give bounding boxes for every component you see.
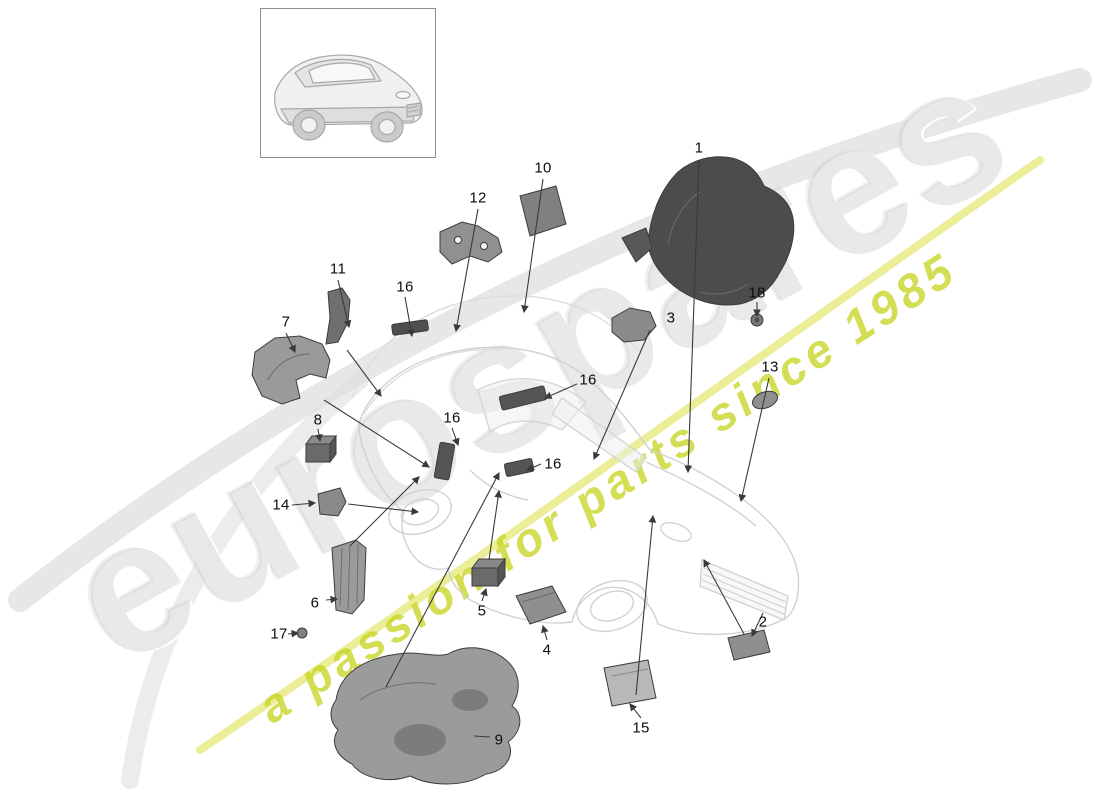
part-label-11: 11 (329, 260, 347, 278)
part-16c-shape (433, 441, 456, 481)
part-label-9: 9 (494, 731, 504, 749)
leader-arrow-25 (629, 703, 642, 719)
thumb-headlight (395, 90, 411, 100)
leader-arrow-15 (291, 499, 317, 508)
leader-arrow-1 (521, 178, 544, 314)
part-label-1: 1 (694, 139, 704, 157)
leader-arrow-23 (385, 471, 500, 688)
leader-arrow-6 (285, 332, 296, 354)
leader-arrow-10 (738, 377, 770, 503)
leader-arrow-19 (287, 629, 300, 638)
swoosh-gray-secondary (121, 371, 369, 789)
car-rear-wheel (388, 489, 452, 535)
leader-arrow-8 (593, 329, 651, 461)
leader-arrow-27 (751, 612, 764, 638)
leader-arrow-21 (480, 587, 488, 602)
swoosh-gray-main (8, 68, 1092, 612)
leader-arrow-13 (451, 427, 460, 447)
part-label-2: 2 (758, 613, 768, 631)
leader-arrow-14 (525, 463, 542, 471)
leader-arrow-26 (635, 514, 657, 696)
leader-arrow-7 (323, 399, 430, 468)
part-label-8: 8 (313, 411, 323, 429)
part-label-7: 7 (281, 313, 291, 331)
part-label-16: 16 (579, 371, 597, 389)
car-door-line (469, 469, 529, 501)
part-label-6: 6 (310, 594, 320, 612)
part-4-shape (515, 585, 567, 625)
part-label-15: 15 (632, 719, 650, 737)
car-windshield (551, 396, 647, 473)
part-5-shape (470, 557, 507, 588)
part-label-10: 10 (534, 159, 552, 177)
part-label-14: 14 (272, 496, 290, 514)
part-label-3: 3 (666, 309, 676, 327)
leader-arrow-0 (684, 159, 700, 474)
part-3-shape (611, 307, 657, 343)
car-ghost-shell-roof (351, 295, 643, 399)
thumb-window (308, 62, 376, 84)
part-label-18: 18 (748, 284, 766, 302)
part-1-shape (647, 156, 795, 306)
car-ghost-shell-edge (363, 348, 503, 415)
part-12-shape (439, 221, 503, 265)
leader-arrow-22 (541, 624, 549, 641)
part-label-5: 5 (477, 602, 487, 620)
leader-arrow-16 (347, 503, 420, 516)
part-label-16: 16 (443, 409, 461, 427)
car-front-wheel (576, 579, 648, 633)
leader-arrow-18 (325, 595, 339, 604)
leader-arrow-12 (543, 383, 578, 399)
part-label-16: 16 (396, 278, 414, 296)
leader-arrow-17 (349, 476, 420, 547)
car-ghost-outline (351, 295, 800, 636)
leader-arrow-20 (488, 489, 502, 561)
leader-arrow-5 (346, 349, 382, 397)
vehicle-thumbnail-image (274, 54, 423, 143)
part-9-shape (330, 647, 521, 785)
part-13-shape (751, 390, 779, 410)
part-label-12: 12 (469, 189, 487, 207)
leader-arrow-28 (703, 558, 745, 635)
part-label-16: 16 (544, 455, 562, 473)
part-label-4: 4 (542, 641, 552, 659)
parts-group (251, 156, 795, 785)
leader-arrow-3 (404, 296, 415, 338)
part-15-shape (603, 659, 657, 707)
part-8-shape (305, 434, 337, 464)
car-headlight (660, 522, 692, 542)
car-hood-line (645, 461, 757, 527)
part-7-shape (251, 335, 331, 405)
vehicle-thumbnail-box (260, 8, 436, 158)
part-11-shape (325, 287, 351, 345)
leader-arrow-24 (473, 735, 491, 738)
leader-lines (285, 159, 770, 738)
leader-arrow-2 (453, 208, 479, 333)
leader-arrow-4 (337, 279, 352, 329)
part-label-13: 13 (761, 358, 779, 376)
part-14-shape (317, 487, 347, 517)
part-10-shape (519, 185, 567, 237)
part-label-17: 17 (270, 625, 288, 643)
leader-arrow-11 (315, 428, 323, 443)
